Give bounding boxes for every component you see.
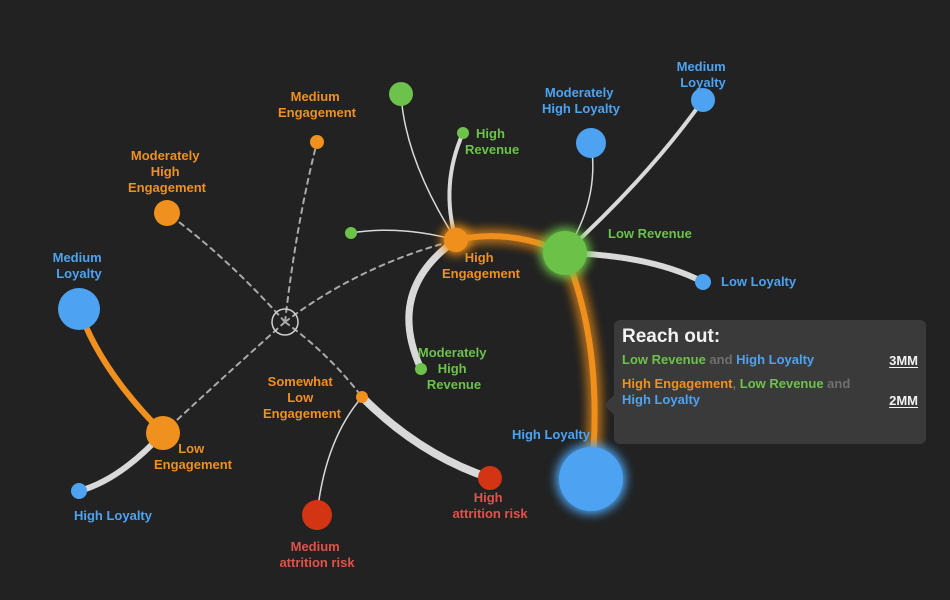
dashed-edge-hub-somewhat-low-engagement <box>284 321 363 398</box>
label-mod-high-loyalty: Moderately High Loyalty <box>542 85 621 116</box>
reach-row1-high-loyalty: High Loyalty <box>736 352 815 367</box>
edge-low-revenue-medium-loyalty <box>563 98 705 255</box>
solid-connections <box>76 93 706 516</box>
reach-row1-sep: and <box>705 352 737 367</box>
node-high-engagement[interactable] <box>444 228 468 252</box>
node-somewhat-low-engagement[interactable] <box>356 391 368 403</box>
node-medium-attrition[interactable] <box>302 500 332 530</box>
node-top-green[interactable] <box>389 82 413 106</box>
node-labels: Medium Engagement Moderately High Engage… <box>53 59 797 570</box>
label-high-revenue: High Revenue <box>465 126 519 157</box>
reach-row2-high-engagement: High Engagement <box>622 376 733 391</box>
node-high-loyalty-small[interactable] <box>71 483 87 499</box>
reach-row2-sep2: and <box>823 376 851 391</box>
reach-row-2[interactable]: High Engagement, Low Revenue and High Lo… <box>622 376 918 408</box>
node-medium-loyalty-top[interactable] <box>691 88 715 112</box>
edge-somewhat-low-medium-attrition <box>316 396 363 516</box>
node-medium-engagement[interactable] <box>310 135 324 149</box>
label-high-loyalty-big: High Loyalty <box>512 427 591 442</box>
label-medium-loyalty-left: Medium Loyalty <box>53 250 106 281</box>
nodes <box>58 82 715 530</box>
label-medium-engagement: Medium Engagement <box>278 89 357 120</box>
dashed-edge-hub-high-engagement <box>284 239 457 323</box>
edge-high-engagement-mod-high-revenue <box>405 236 460 373</box>
edge-high-engagement-high-revenue <box>447 131 465 242</box>
reach-row1-amount[interactable]: 3MM <box>889 353 918 368</box>
node-low-revenue[interactable] <box>543 231 587 275</box>
edge-high-engagement-small-green <box>350 229 457 241</box>
reach-row-1[interactable]: Low Revenue and High Loyalty 3MM <box>622 352 918 368</box>
node-low-engagement[interactable] <box>146 416 180 450</box>
reach-row2-high-loyalty: High Loyalty <box>622 392 701 407</box>
label-medium-attrition: Medium attrition risk <box>279 539 355 570</box>
node-mod-high-engagement[interactable] <box>154 200 180 226</box>
reach-row1-low-revenue: Low Revenue <box>622 352 706 367</box>
label-high-attrition: High attrition risk <box>452 490 528 521</box>
node-mod-high-loyalty[interactable] <box>576 128 606 158</box>
reach-row2-low-revenue: Low Revenue <box>739 376 824 391</box>
node-medium-loyalty-left[interactable] <box>58 288 100 330</box>
node-high-loyalty-big[interactable] <box>559 447 623 511</box>
node-high-attrition[interactable] <box>478 466 502 490</box>
edge-somewhat-low-high-attrition <box>358 393 494 482</box>
label-medium-loyalty-top: Medium Loyalty <box>677 59 730 90</box>
label-high-loyalty-bottom-left: High Loyalty <box>74 508 153 523</box>
edge-low-revenue-high-loyalty <box>562 250 598 482</box>
dashed-connections <box>162 141 457 434</box>
callout-pointer <box>604 395 614 415</box>
label-mod-high-revenue: Moderately High Revenue <box>418 345 490 392</box>
label-somewhat-low-engagement: Somewhat Low Engagement <box>263 374 342 421</box>
label-high-engagement: High Engagement <box>442 250 521 281</box>
reach-out-title: Reach out: <box>622 326 721 347</box>
node-mod-high-revenue[interactable] <box>415 363 427 375</box>
node-high-revenue[interactable] <box>457 127 469 139</box>
reach-out-panel: Reach out: Low Revenue and High Loyalty … <box>614 320 926 444</box>
node-low-loyalty[interactable] <box>695 274 711 290</box>
label-low-loyalty: Low Loyalty <box>721 274 797 289</box>
label-low-engagement: Low Engagement <box>154 441 233 472</box>
reach-row2-amount[interactable]: 2MM <box>889 393 918 408</box>
node-small-green[interactable] <box>345 227 357 239</box>
label-mod-high-engagement: Moderately High Engagement <box>128 148 207 195</box>
dashed-edge-hub-low-engagement <box>162 321 286 434</box>
dashed-edge-hub-medium-engagement <box>284 141 318 323</box>
edge-low-engagement-medium-loyalty <box>76 306 166 436</box>
dashed-edge-hub-mod-high-engagement <box>166 212 286 323</box>
hub-node[interactable] <box>271 308 299 336</box>
edge-high-engagement-top-green <box>400 93 457 241</box>
label-low-revenue: Low Revenue <box>608 226 692 241</box>
reach-row2-sep1: , <box>732 376 740 391</box>
